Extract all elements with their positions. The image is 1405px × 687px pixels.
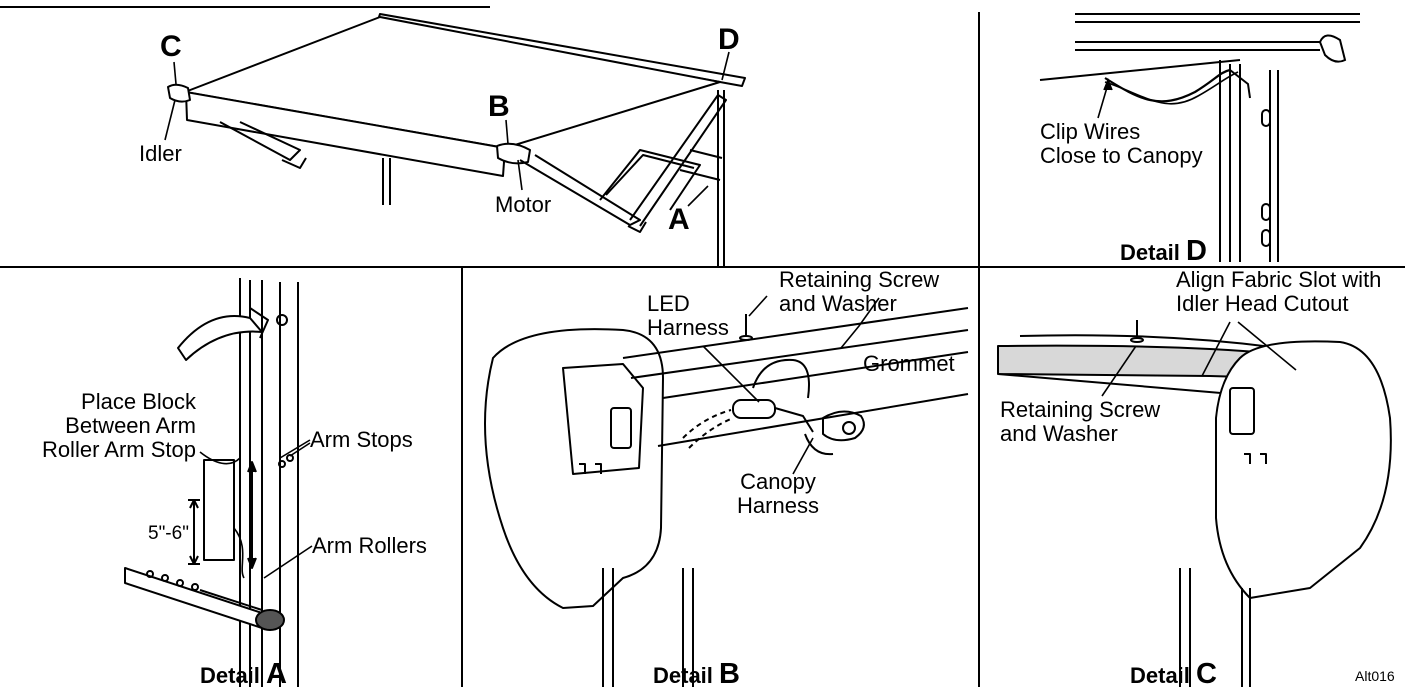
detail-c-title: Detail C [1130,658,1217,687]
detail-b-leader-lines [702,295,880,475]
detail-a-illustration [124,278,299,687]
detail-b-screw-line2: and Washer [779,291,897,316]
label-d: D [718,23,740,56]
detail-b-canopy-line2: Harness [737,493,819,518]
detail-d-title-letter: D [1186,235,1207,266]
detail-a-title: Detail A [200,658,287,687]
divider-vertical-bottom-left [461,266,463,687]
detail-a-title-word: Detail [200,663,260,687]
detail-b-panel: LED Harness Retaining Screw and Washer G… [463,268,978,687]
detail-d-illustration [1039,13,1360,262]
detail-b-grommet: Grommet [863,351,955,376]
detail-b-title-letter: B [719,658,740,687]
detail-d-note-line1: Clip Wires [1040,119,1141,144]
detail-c-leader-lines [1101,321,1297,397]
divider-vertical-top [978,12,980,268]
detail-b-title-word: Detail [653,663,713,687]
detail-a-note-line3: Roller Arm Stop [41,437,196,462]
detail-b-led-line2: Harness [647,315,729,340]
figure-code: Alt016 [1355,668,1395,684]
detail-a-arm-stops: Arm Stops [310,427,413,452]
detail-a-dimension: 5"-6" [148,523,189,544]
detail-c-screw-line2: and Washer [1000,421,1118,446]
detail-d-note-line2: Close to Canopy [1040,143,1203,168]
detail-c-panel: Align Fabric Slot with Idler Head Cutout… [980,268,1405,687]
detail-c-align-line2: Idler Head Cutout [1176,291,1349,316]
detail-a-arm-rollers: Arm Rollers [312,533,427,558]
overview-panel: C D B A Idler Motor [0,0,975,266]
detail-d-leader-lines [1097,77,1113,119]
divider-horizontal [0,266,1405,268]
label-b: B [488,90,510,123]
detail-a-note-line2: Between Arm [65,413,196,438]
detail-c-illustration [997,320,1392,687]
detail-c-align-line1: Align Fabric Slot with [1176,268,1382,292]
label-motor: Motor [495,192,552,217]
detail-c-title-word: Detail [1130,663,1190,687]
detail-c-screw-line1: Retaining Screw [1000,397,1161,422]
detail-a-note-line1: Place Block [81,389,196,414]
detail-a-leader-lines [199,439,313,579]
awning-overview-illustration [167,13,746,266]
detail-d-title-word: Detail [1120,240,1180,265]
overview-leader-lines [164,51,730,207]
detail-a-panel: Place Block Between Arm Roller Arm Stop … [0,268,461,687]
label-c: C [160,30,182,63]
detail-b-screw-line1: Retaining Screw [779,268,940,292]
detail-d-panel: Clip Wires Close to Canopy Detail D [980,0,1405,266]
top-left-rule [0,6,490,8]
detail-b-title: Detail B [653,658,740,687]
detail-a-title-letter: A [266,658,287,687]
label-idler: Idler [139,141,182,166]
detail-c-title-letter: C [1196,658,1217,687]
label-a: A [668,203,690,236]
detail-d-title: Detail D [1120,235,1207,266]
detail-b-illustration [484,307,969,687]
detail-b-led-line1: LED [647,291,690,316]
divider-vertical-bottom-right [978,266,980,687]
detail-b-canopy-line1: Canopy [740,469,816,494]
